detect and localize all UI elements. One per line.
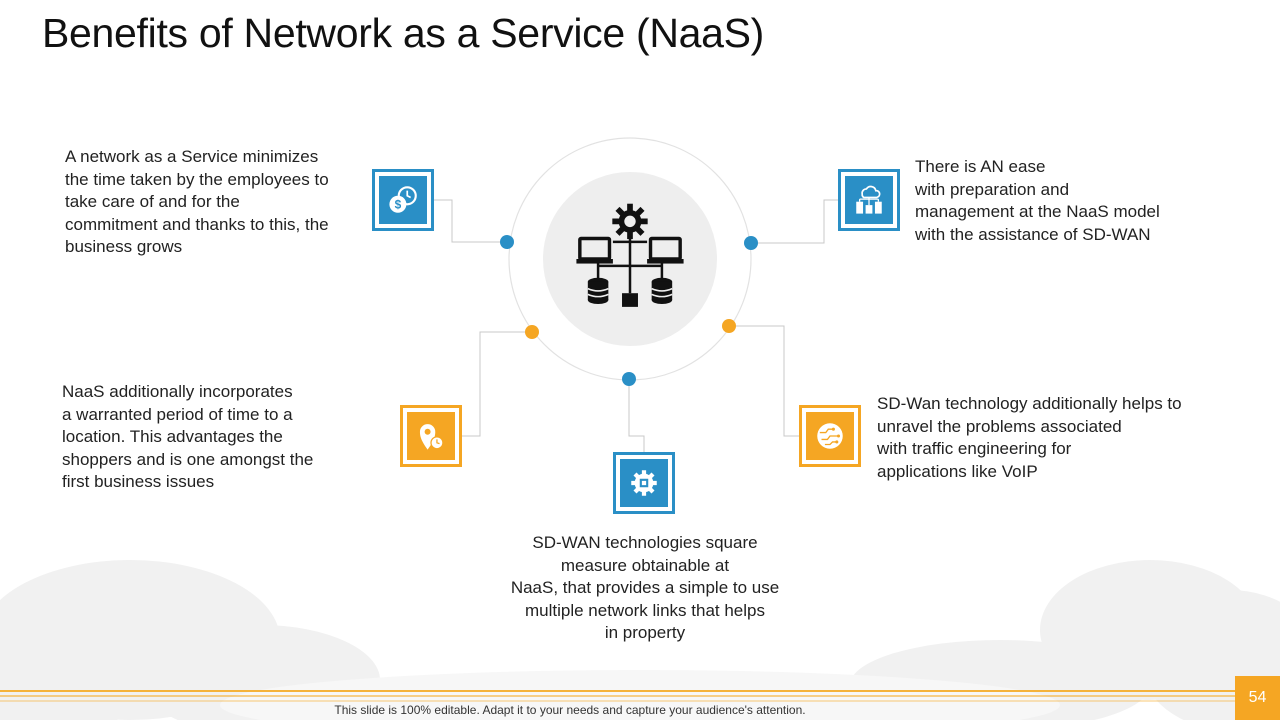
benefit-text-line: with traffic engineering for [877, 439, 1072, 458]
benefit-text-line: a warranted period of time to a [62, 404, 293, 424]
benefit-icon-box-3 [400, 405, 462, 467]
benefit-text-line: SD-Wan technology additionally helps to [877, 394, 1182, 413]
benefit-text-line: applications like VoIP [877, 461, 1038, 481]
benefit-text-line: with preparation and [915, 179, 1070, 199]
benefit-text-line: multiple network links that helps [524, 600, 765, 620]
ring-dot-lower-right [722, 319, 736, 333]
benefit-text-line: business grows [65, 237, 183, 256]
benefit-icon-box-2 [838, 169, 900, 231]
benefit-text-line: A network as a Service minimizes [65, 147, 319, 166]
ring-dot-right [744, 236, 758, 250]
benefit-text-1: A network as a Service minimizes the tim… [65, 146, 329, 259]
benefit-text-5: SD-Wan technology additionally helps to … [877, 393, 1182, 483]
benefit-text-line: shoppers and is one amongst the [62, 449, 314, 469]
page-number: 54 [1235, 676, 1280, 720]
footer-stripes [0, 690, 1235, 704]
benefit-text-4: SD-WAN technologies square measure obtai… [480, 532, 810, 645]
benefit-text-line: SD-WAN technologies square [532, 533, 758, 552]
benefit-text-line: management at the NaaS model [915, 202, 1160, 221]
footer-note: This slide is 100% editable. Adapt it to… [334, 703, 806, 717]
benefit-text-3: NaaS additionally incorporates a warrant… [62, 381, 313, 494]
location-time-icon [419, 424, 444, 450]
benefit-text-line: unravel the problems associated [877, 416, 1122, 436]
benefit-icon-box-5 [799, 405, 861, 467]
benefit-text-line: in property [604, 623, 686, 642]
benefit-text-line: NaaS, that provides a simple to use [510, 578, 780, 597]
ring-dot-bottom [622, 372, 636, 386]
benefit-text-line: with the assistance of SD-WAN [915, 224, 1151, 244]
benefit-icon-box-4 [613, 452, 675, 514]
benefit-text-line: the time taken by the employees to [65, 169, 329, 189]
ring-dot-lower-left [525, 325, 539, 339]
svg-text:$: $ [395, 198, 402, 212]
slide-title: Benefits of Network as a Service (NaaS) [42, 10, 765, 56]
benefit-text-line: first business issues [62, 472, 215, 491]
center-hub [543, 172, 717, 346]
gear-chip-icon [631, 470, 657, 496]
cloud-servers-icon [856, 185, 882, 214]
network-hierarchy-icon [576, 203, 684, 307]
benefit-text-line: NaaS additionally incorporates [62, 382, 293, 401]
circuit-globe-icon [817, 423, 843, 449]
benefit-text-line: measure obtainable at [560, 555, 730, 575]
benefit-text-line: commitment and thanks to this, the [65, 214, 329, 234]
ring-dot-left [500, 235, 514, 249]
benefit-text-line: There is AN ease [915, 157, 1046, 176]
dollar-clock-icon: $ [389, 186, 417, 213]
benefit-icon-box-1: $ [372, 169, 434, 231]
benefit-text-2: There is AN ease with preparation and ma… [915, 156, 1160, 246]
benefit-text-line: take care of and for the [65, 192, 240, 211]
benefit-text-line: location. This advantages the [62, 427, 283, 446]
